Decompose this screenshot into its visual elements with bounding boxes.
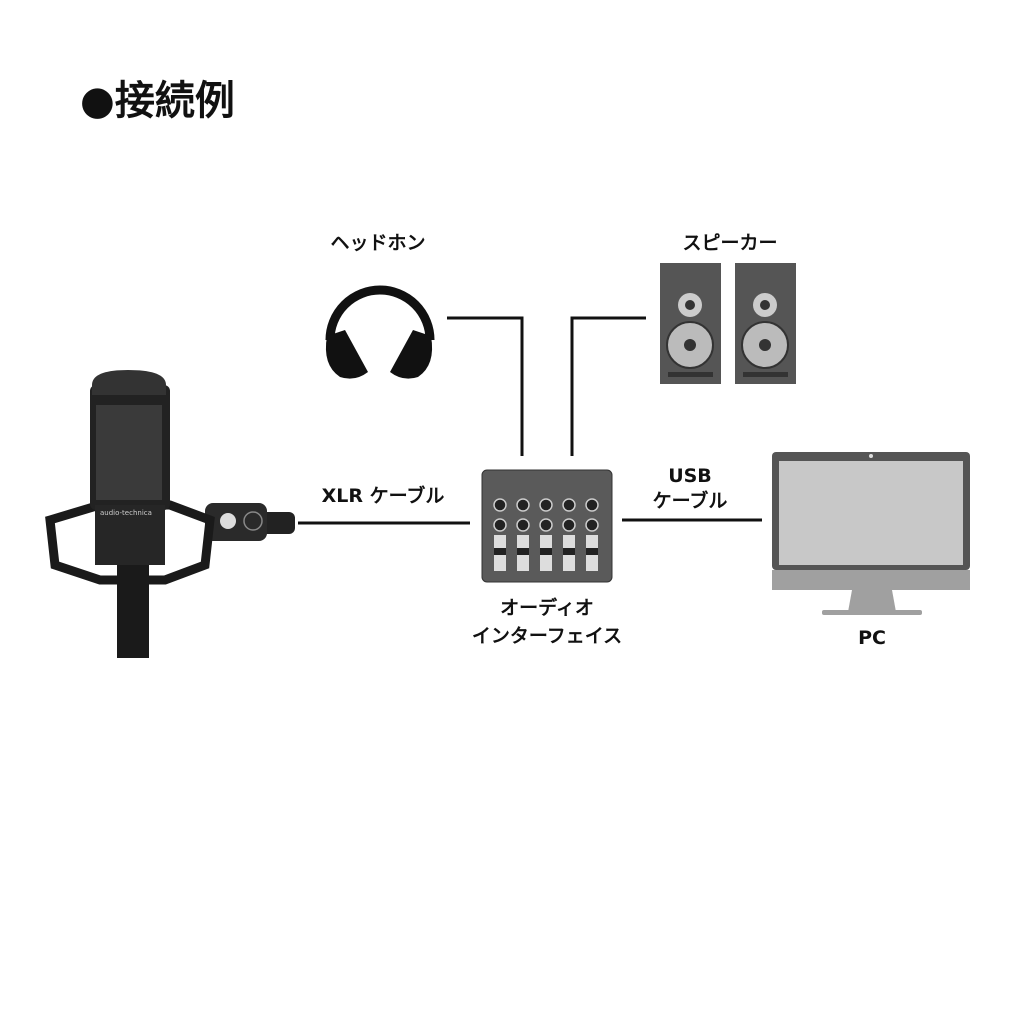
headphone-cable-line bbox=[447, 316, 524, 456]
cable-lines bbox=[298, 316, 762, 525]
audio-mixer-icon bbox=[481, 469, 613, 583]
microphone-brand: audio-technica bbox=[100, 509, 152, 517]
monitor-icon bbox=[772, 452, 970, 615]
condenser-microphone-icon: audio-technica bbox=[45, 370, 295, 658]
page-title: ●接続例 bbox=[80, 78, 235, 124]
interface-label-line1: オーディオ bbox=[500, 596, 594, 619]
speaker-cable-line bbox=[570, 316, 646, 456]
interface-label-line2: インターフェイス bbox=[472, 625, 622, 647]
speakers-label: スピーカー bbox=[682, 232, 777, 254]
xlr-cable-label: XLR ケーブル bbox=[322, 484, 445, 507]
usb-cable-label-line1: USB bbox=[668, 465, 712, 487]
pc-label: PC bbox=[858, 627, 886, 649]
headphones-label: ヘッドホン bbox=[330, 232, 425, 254]
speaker-icon bbox=[660, 263, 796, 384]
usb-cable-label-line2: ケーブル bbox=[653, 489, 728, 512]
headphones-icon bbox=[325, 285, 435, 379]
